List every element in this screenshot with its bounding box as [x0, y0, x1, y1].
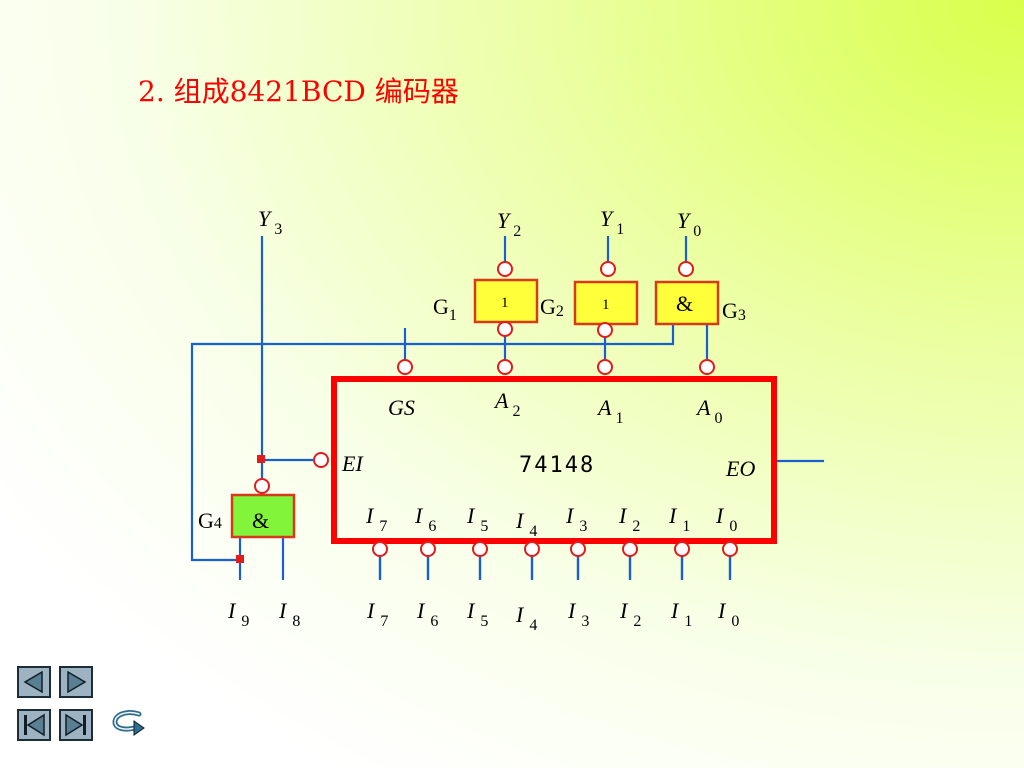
feedback-loop-wire — [190, 324, 675, 562]
g3-output-bubble — [678, 261, 694, 277]
ei-label: EI — [341, 451, 364, 476]
gate-g4-symbol: & — [252, 508, 269, 533]
i6-bubble — [420, 541, 436, 557]
i7-bubble — [372, 541, 388, 557]
a0-bubble — [699, 359, 715, 375]
gate-g3-symbol: & — [676, 291, 693, 316]
i0-bubble — [722, 541, 738, 557]
last-icon — [65, 713, 86, 737]
i4-bubble — [524, 541, 540, 557]
first-slide-button[interactable] — [17, 709, 51, 741]
i9-junction-dot — [236, 555, 244, 563]
gate-g2 — [573, 280, 639, 326]
eo-label: EO — [725, 456, 755, 481]
gs-bubble — [397, 359, 413, 375]
g4-output-bubble — [254, 478, 270, 494]
g2-label: G2 — [540, 294, 564, 320]
i3-bubble — [570, 541, 586, 557]
return-icon — [112, 710, 145, 736]
next-icon — [67, 670, 87, 694]
g4-label: G4 — [198, 508, 222, 533]
first-icon — [24, 713, 45, 737]
g2-input-bubble — [597, 322, 613, 338]
i5-bubble — [472, 541, 488, 557]
gate-g2-symbol: 1 — [602, 297, 610, 313]
next-slide-button[interactable] — [59, 666, 93, 698]
last-slide-button[interactable] — [59, 709, 93, 741]
g1-label: G1 — [433, 294, 457, 324]
chip-name-label: 74148 — [519, 453, 595, 478]
prev-icon — [23, 670, 43, 694]
i1-bubble — [674, 541, 690, 557]
return-button[interactable] — [108, 707, 148, 741]
chip-74148 — [331, 376, 777, 544]
i2-bubble — [622, 541, 638, 557]
g1-input-bubble — [497, 321, 513, 337]
prev-slide-button[interactable] — [17, 666, 51, 698]
gate-g1-symbol: 1 — [501, 295, 509, 311]
a1-bubble — [597, 359, 613, 375]
a2-bubble — [497, 359, 513, 375]
gs-label: GS — [388, 395, 415, 420]
gate-g3 — [654, 280, 720, 326]
g2-output-bubble — [600, 261, 616, 277]
g1-output-bubble — [497, 261, 513, 277]
gate-g4 — [230, 493, 296, 539]
y3-junction-dot — [257, 455, 265, 463]
slide-title: 2. 组成8421BCD 编码器 — [138, 75, 459, 108]
ei-bubble — [313, 452, 329, 468]
g3-label: G3 — [722, 298, 746, 324]
